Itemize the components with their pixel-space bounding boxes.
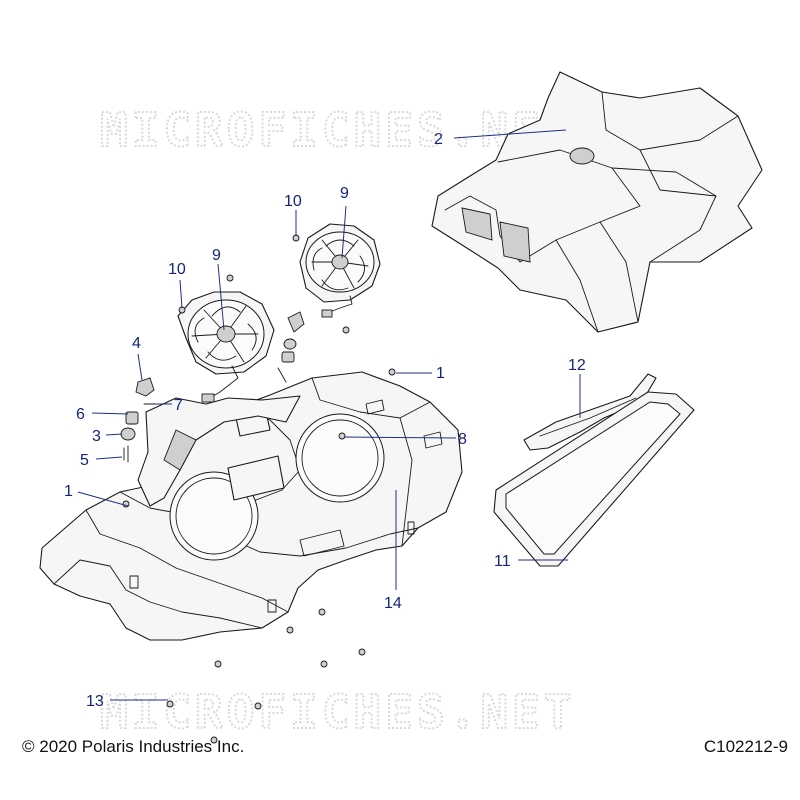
callout-11: 11 [494, 553, 511, 570]
callout-12: 12 [568, 357, 586, 374]
callout-13: 13 [86, 693, 104, 710]
figure-id-text: C102212-9 [703, 737, 788, 756]
watermark-top: MICROFICHES.NET [100, 103, 575, 157]
callout-1-top: 1 [436, 365, 445, 382]
callout-labels: 2 1 1 8 9 9 10 10 4 6 7 3 5 12 11 13 14 [64, 131, 586, 710]
callout-9-left: 9 [212, 247, 221, 264]
callout-10-left: 10 [168, 261, 186, 278]
callout-10-right: 10 [284, 193, 302, 210]
callout-14: 14 [384, 595, 402, 612]
hardware-parts [120, 234, 396, 744]
part-4-bracket [135, 377, 155, 397]
watermark-bottom: MICROFICHES.NET [100, 685, 575, 739]
callout-2: 2 [434, 131, 443, 148]
callout-9-right: 9 [340, 185, 349, 202]
seal-strip-part [523, 373, 657, 451]
fan-left-part [177, 291, 275, 403]
frame-gasket-part [493, 391, 695, 567]
callout-4: 4 [132, 335, 141, 352]
copyright-text: © 2020 Polaris Industries Inc. [22, 737, 245, 756]
callout-7: 7 [174, 397, 183, 414]
upper-cover-part [431, 71, 763, 333]
callout-3: 3 [92, 428, 101, 445]
callout-leaders [77, 129, 581, 701]
callout-6: 6 [76, 406, 85, 423]
callout-5: 5 [80, 452, 89, 469]
rear-panel-part [39, 371, 463, 641]
fan-right-part [299, 223, 381, 318]
callout-1-left: 1 [64, 483, 73, 500]
callout-8: 8 [458, 431, 467, 448]
